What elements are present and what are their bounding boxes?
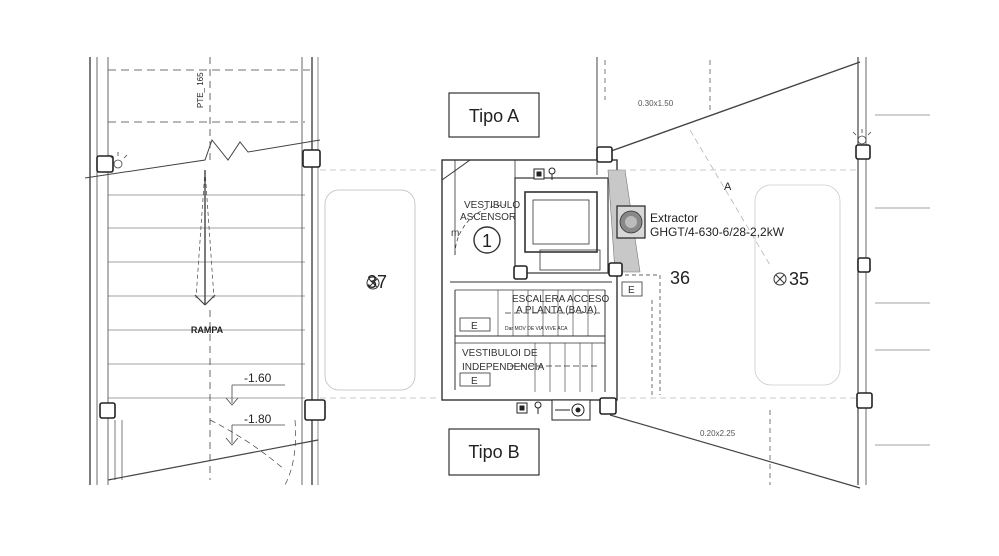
- escalera-label-1: ESCALERA ACCESO: [512, 294, 609, 305]
- tag-e-2: E: [471, 376, 478, 387]
- vestibulo-ascensor-2: ASCENSOR: [460, 212, 516, 223]
- escalera-label-2: A PLANTA (BAJA): [516, 305, 597, 316]
- tipo-b-label: Tipo B: [468, 442, 519, 462]
- dimension-bottom: 0.20x2.25: [700, 429, 736, 438]
- light-fixture-icon: [108, 129, 872, 169]
- tipo-a-label: Tipo A: [469, 106, 519, 126]
- fire-equipment-icon: [516, 167, 591, 421]
- space-36: 36: [670, 268, 690, 288]
- stair-note: Dar MOV DE VIA VIVE ACA: [505, 326, 568, 332]
- target-symbol-icon: [366, 272, 787, 290]
- tag-e-3: E: [628, 285, 635, 296]
- extractor-label-1: Extractor: [650, 211, 698, 225]
- stair-elevator-core: [441, 159, 661, 401]
- tag-a: A: [724, 181, 732, 193]
- tipo-b-box: [448, 428, 540, 476]
- level-marker-2: -1.80: [244, 412, 272, 426]
- right-parking-area: [596, 57, 930, 489]
- vestibulo-ind-1: VESTIBULOI DE: [462, 348, 538, 359]
- space-number-1: 1: [482, 231, 492, 251]
- structural-columns: [96, 144, 873, 421]
- tipo-a-box: [448, 92, 540, 138]
- ascensor-mark: m: [451, 228, 459, 239]
- rampa-label: RAMPA: [191, 325, 224, 335]
- parking-space-37: [320, 169, 440, 399]
- ramp-area: [84, 57, 321, 486]
- vestibulo-ind-2: INDEPENDENCIA: [462, 362, 545, 373]
- pte-label: PTE_ 165: [196, 72, 205, 108]
- space-35: 35: [789, 269, 809, 289]
- extractor-label-2: GHGT/4-630-6/28-2,2kW: [650, 225, 785, 239]
- extractor-fan-icon: [616, 205, 646, 239]
- level-marker-1: -1.60: [244, 371, 272, 385]
- tag-e-1: E: [471, 321, 478, 332]
- dimension-top: 0.30x1.50: [638, 99, 674, 108]
- vestibulo-ascensor-1: VESTIBULO: [464, 200, 520, 211]
- space-37: 37: [367, 272, 387, 292]
